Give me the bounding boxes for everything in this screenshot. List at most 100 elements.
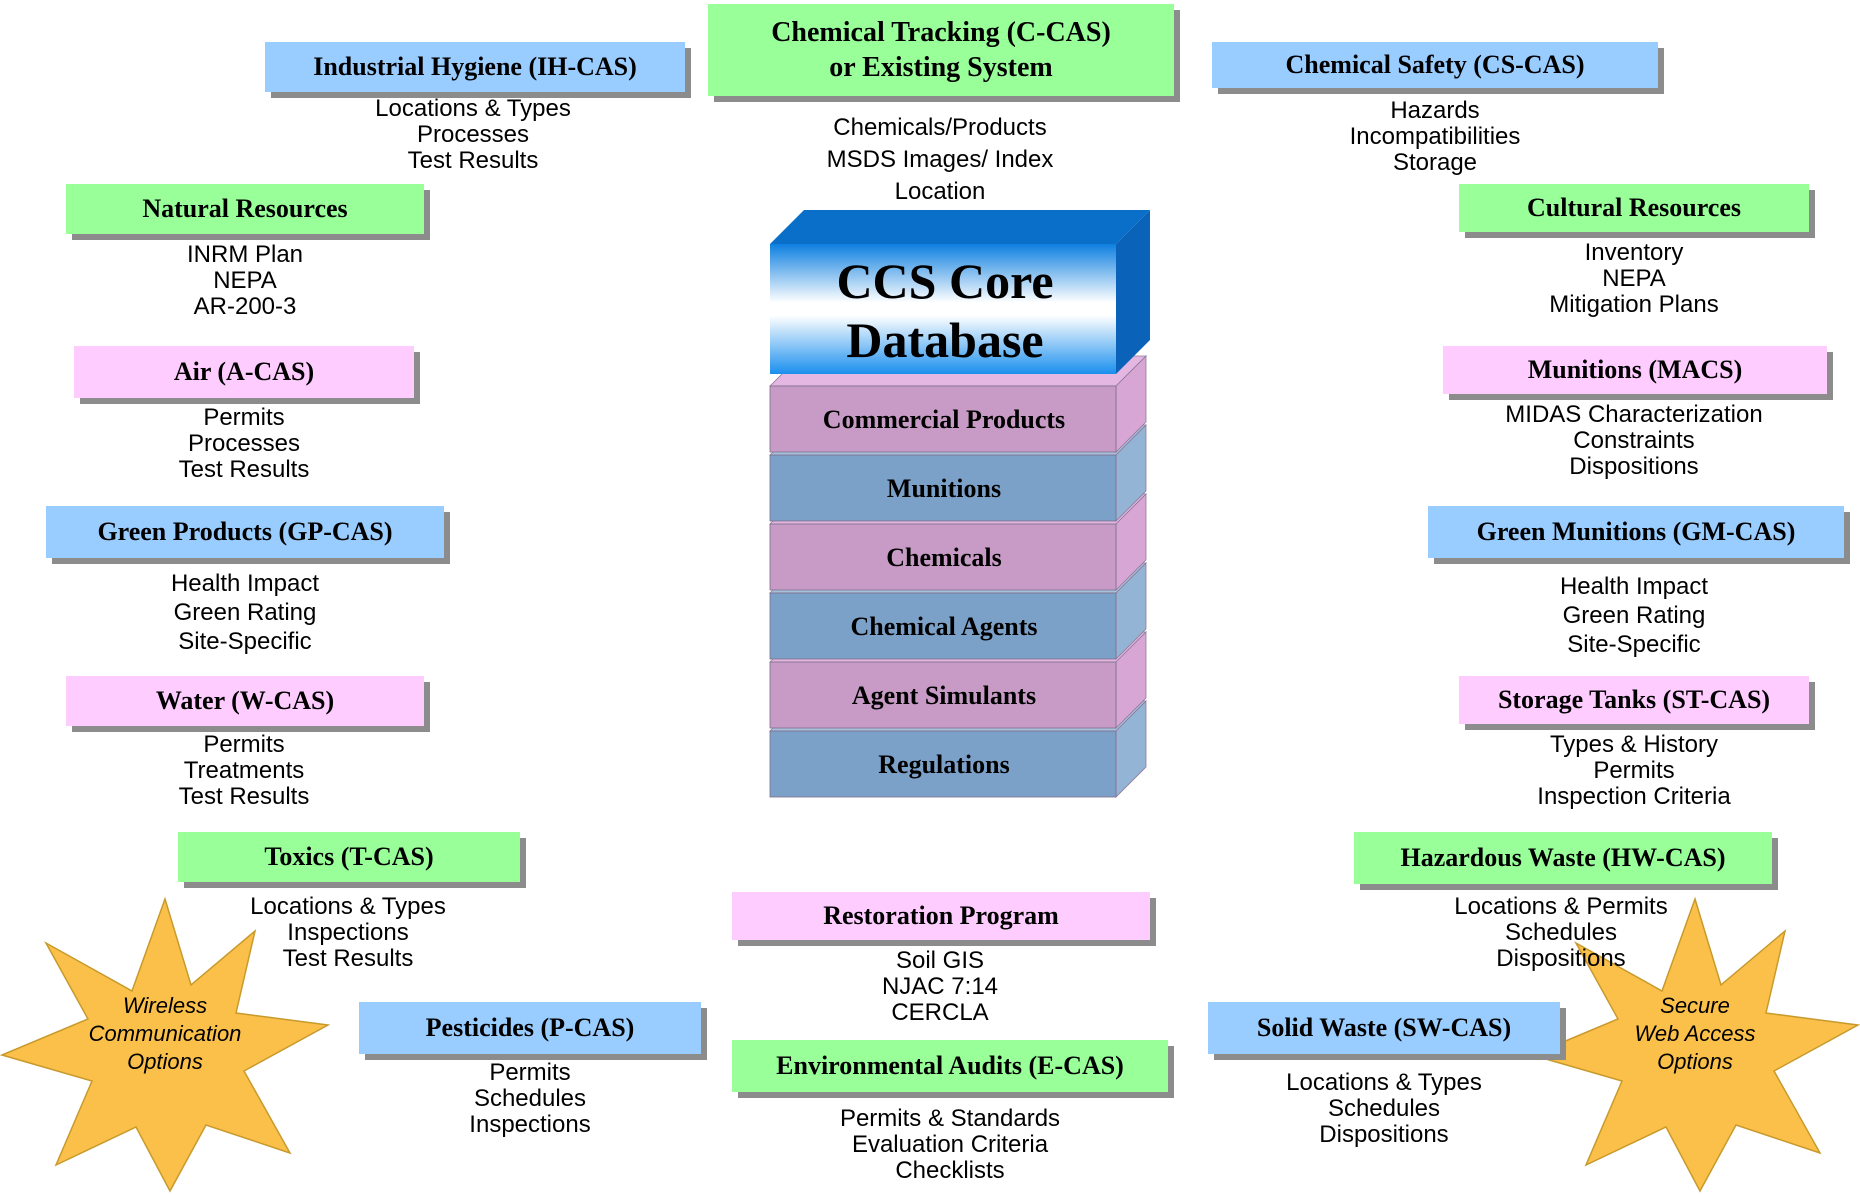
module-title: Environmental Audits (E-CAS)	[776, 1050, 1124, 1080]
star-line: Wireless	[122, 993, 208, 1018]
item: Site-Specific	[178, 628, 312, 655]
item: Inspection Criteria	[1537, 783, 1731, 810]
layer-front-face	[769, 385, 1117, 453]
item: CERCLA	[891, 999, 989, 1026]
munitions-items: MIDAS Characterization Constraints Dispo…	[1484, 402, 1784, 480]
item: Locations & Types	[1286, 1069, 1482, 1096]
module-title: Cultural Resources	[1526, 192, 1741, 222]
item: Types & History	[1549, 731, 1719, 758]
module-cultural-resources: Cultural Resources	[1459, 184, 1809, 232]
module-restoration-program: Restoration Program	[732, 892, 1150, 940]
module-title: Munitions (MACS)	[1527, 354, 1743, 384]
chemical-tracking-items: Chemicals/Products MSDS Images/ Index Lo…	[740, 112, 1140, 208]
item: Treatments	[183, 757, 305, 784]
item: Test Results	[407, 147, 539, 174]
module-natural-resources: Natural Resources	[66, 184, 424, 234]
module-title: Natural Resources	[142, 193, 348, 223]
item: Green Rating	[1562, 602, 1706, 629]
item: NEPA	[213, 267, 277, 294]
layer-label: Agent Simulants	[852, 681, 1036, 710]
item: Test Results	[178, 456, 310, 483]
item: Incompatibilities	[1349, 123, 1521, 150]
module-industrial-hygiene: Industrial Hygiene (IH-CAS)	[265, 42, 685, 92]
module-air: Air (A-CAS)	[74, 346, 414, 398]
module-munitions: Munitions (MACS)	[1443, 346, 1827, 394]
item: Processes	[416, 121, 530, 148]
item: AR-200-3	[193, 293, 297, 320]
module-green-products: Green Products (GP-CAS)	[46, 506, 444, 558]
item: Test Results	[282, 945, 414, 972]
item: NJAC 7:14	[881, 973, 999, 1000]
module-hazardous-waste: Hazardous Waste (HW-CAS)	[1354, 832, 1772, 884]
module-title: Pesticides (P-CAS)	[425, 1012, 635, 1042]
item: Schedules	[473, 1085, 587, 1112]
core-side-face	[1116, 210, 1150, 374]
module-storage-tanks: Storage Tanks (ST-CAS)	[1459, 676, 1809, 724]
star-line: Options	[1657, 1049, 1733, 1074]
module-pesticides: Pesticides (P-CAS)	[359, 1002, 701, 1054]
module-title: Green Munitions (GM-CAS)	[1476, 516, 1796, 546]
item: NEPA	[1602, 265, 1666, 292]
item: Permits	[203, 404, 285, 431]
item: Schedules	[1327, 1095, 1441, 1122]
item: Locations & Types	[250, 893, 446, 920]
star-line: Secure	[1660, 993, 1730, 1018]
layer-front-face	[769, 592, 1117, 660]
star-line: Options	[127, 1049, 203, 1074]
item: Soil GIS	[895, 947, 985, 974]
layer-front-face	[769, 730, 1117, 798]
core-front-face	[770, 244, 1116, 374]
item: Storage	[1392, 149, 1478, 176]
layer-front-face	[769, 661, 1117, 729]
pesticides-items: Permits Schedules Inspections	[380, 1060, 680, 1138]
item: Health Impact	[1559, 573, 1709, 600]
item: Permits	[203, 731, 285, 758]
layer-label: Regulations	[878, 750, 1009, 779]
module-title: Air (A-CAS)	[173, 356, 315, 386]
module-title: Industrial Hygiene (IH-CAS)	[313, 51, 637, 81]
item: Test Results	[178, 783, 310, 810]
module-toxics: Toxics (T-CAS)	[178, 832, 520, 882]
item: Checklists	[895, 1157, 1005, 1184]
star-line: Web Access	[1634, 1021, 1756, 1046]
layer-front-face	[769, 523, 1117, 591]
item: Dispositions	[1319, 1121, 1449, 1148]
module-title: Chemical Safety (CS-CAS)	[1285, 49, 1585, 79]
module-title: Restoration Program	[823, 900, 1059, 930]
item: Mitigation Plans	[1549, 291, 1719, 318]
layer-label: Commercial Products	[823, 405, 1065, 434]
item: Health Impact	[170, 570, 320, 597]
item: Dispositions	[1569, 453, 1699, 480]
secure-web-access-starburst: Secure Web Access Options	[1530, 895, 1860, 1195]
item: MSDS Images/ Index	[826, 146, 1054, 173]
item: Location	[894, 178, 986, 205]
secure-web-access-label: Secure Web Access Options	[1530, 992, 1860, 1076]
core-title-line1: CCS Core	[836, 253, 1053, 309]
item: MIDAS Characterization	[1505, 401, 1763, 428]
green-munitions-items: Health Impact Green Rating Site-Specific	[1484, 572, 1784, 659]
green-products-items: Health Impact Green Rating Site-Specific	[95, 569, 395, 656]
toxics-items: Locations & Types Inspections Test Resul…	[198, 894, 498, 972]
module-water: Water (W-CAS)	[66, 676, 424, 726]
restoration-program-items: Soil GIS NJAC 7:14 CERCLA	[790, 948, 1090, 1026]
module-title: Hazardous Waste (HW-CAS)	[1400, 842, 1726, 872]
layer-label: Chemical Agents	[850, 612, 1037, 641]
layer-label: Munitions	[887, 474, 1001, 503]
module-title: Solid Waste (SW-CAS)	[1256, 1012, 1512, 1042]
item: Permits	[489, 1059, 571, 1086]
item: Inspections	[469, 1111, 591, 1138]
module-title: Water (W-CAS)	[155, 685, 335, 715]
module-title: Storage Tanks (ST-CAS)	[1497, 684, 1771, 714]
industrial-hygiene-items: Locations & Types Processes Test Results	[323, 96, 623, 174]
natural-resources-items: INRM Plan NEPA AR-200-3	[95, 242, 395, 320]
module-chemical-tracking: Chemical Tracking (C-CAS) or Existing Sy…	[708, 4, 1174, 96]
hazardous-waste-items: Locations & Permits Schedules Dispositio…	[1411, 894, 1711, 972]
module-title: Green Products (GP-CAS)	[97, 516, 393, 546]
layer-front-face	[769, 454, 1117, 522]
core-title-line2: Database	[846, 312, 1043, 368]
item: Permits & Standards	[839, 1105, 1061, 1132]
item: Green Rating	[173, 599, 317, 626]
item: Site-Specific	[1567, 631, 1701, 658]
